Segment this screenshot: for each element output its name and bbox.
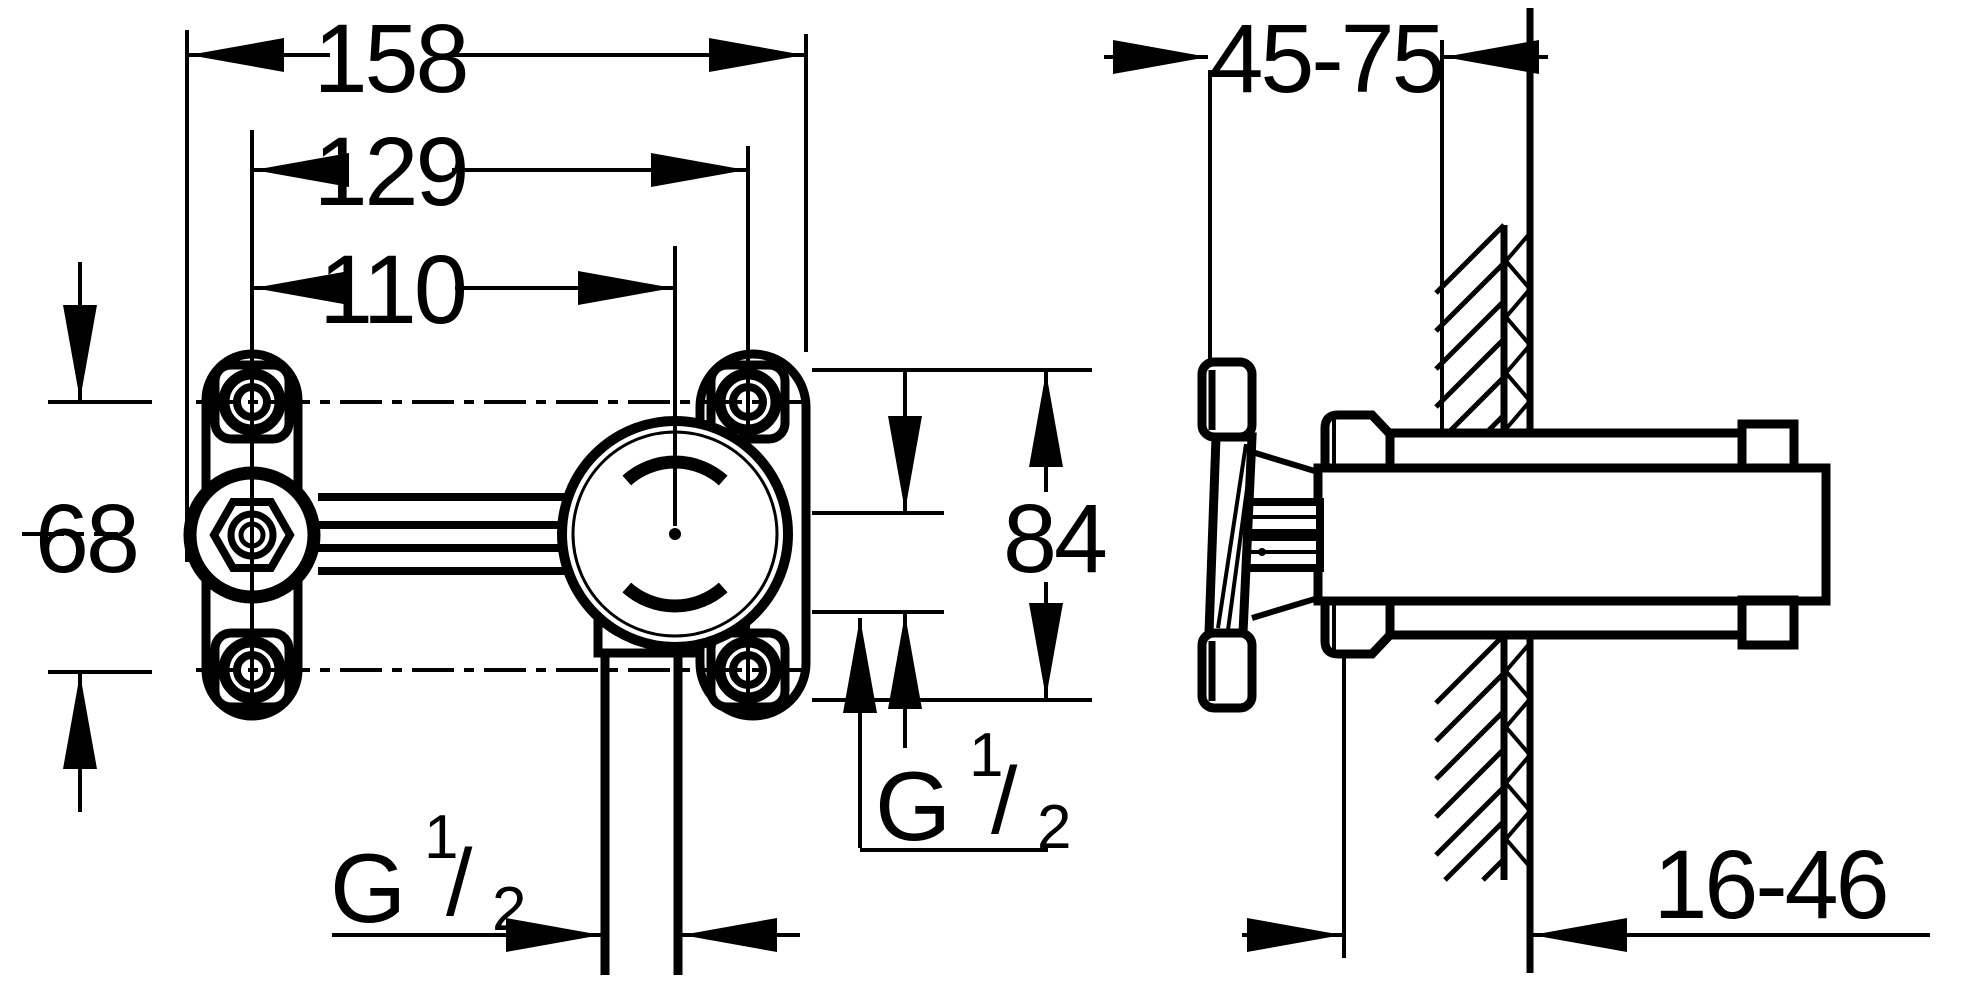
wall-herringbone-lower <box>1503 641 1533 869</box>
label-vertical-hole-spacing: 68 <box>35 484 137 593</box>
thread-numerator: 1 <box>969 721 1003 790</box>
wall-hatching-lower <box>1434 633 1506 882</box>
extension-lines-side <box>1208 40 1444 958</box>
label-finished-wall-range: 16-46 <box>1653 830 1886 939</box>
connection-studs <box>1240 498 1324 572</box>
side-view <box>1104 8 1930 973</box>
centerlines <box>22 400 804 672</box>
gusset-lines <box>1251 449 1319 621</box>
extension-lines-front <box>48 30 1092 714</box>
label-recess-depth: 45-75 <box>1209 4 1442 113</box>
thread-denominator: 2 <box>1037 793 1071 862</box>
guard-slot-bottom <box>622 582 728 613</box>
label-overall-height: 84 <box>1003 484 1106 593</box>
label-center-offset: 110 <box>319 235 465 344</box>
thread-slash: / <box>446 830 473 936</box>
wall-opening <box>1390 430 1762 638</box>
crossbar-tube <box>318 493 566 575</box>
center-point <box>669 528 681 540</box>
label-hole-spacing: 129 <box>314 117 467 226</box>
thread-prefix: G <box>330 833 406 943</box>
sleeve-clip-bottom <box>1737 595 1799 650</box>
thread-numerator: 1 <box>424 803 458 872</box>
plaster-guard <box>1197 357 1257 713</box>
sleeve-clip-top <box>1737 419 1799 473</box>
wall-herringbone-upper <box>1503 231 1533 431</box>
label-thread-left: G 1 / 2 <box>330 769 526 944</box>
thread-leader-right <box>843 618 1048 852</box>
housing-boss-top <box>1320 410 1395 473</box>
label-overall-width: 158 <box>314 4 467 113</box>
thread-slash: / <box>991 748 1018 854</box>
thread-denominator: 2 <box>492 875 526 944</box>
protective-sleeve <box>1388 419 1799 650</box>
thread-prefix: G <box>875 751 951 861</box>
housing-boss-bottom <box>1320 596 1395 659</box>
label-thread-right: G 1 / 2 <box>875 687 1071 862</box>
front-view <box>22 30 1092 975</box>
wall-hatching-upper <box>1434 223 1506 435</box>
supply-pipe <box>600 653 683 975</box>
labels: 158 129 110 68 84 45-75 16-46 G 1 / 2 G … <box>35 4 1890 944</box>
